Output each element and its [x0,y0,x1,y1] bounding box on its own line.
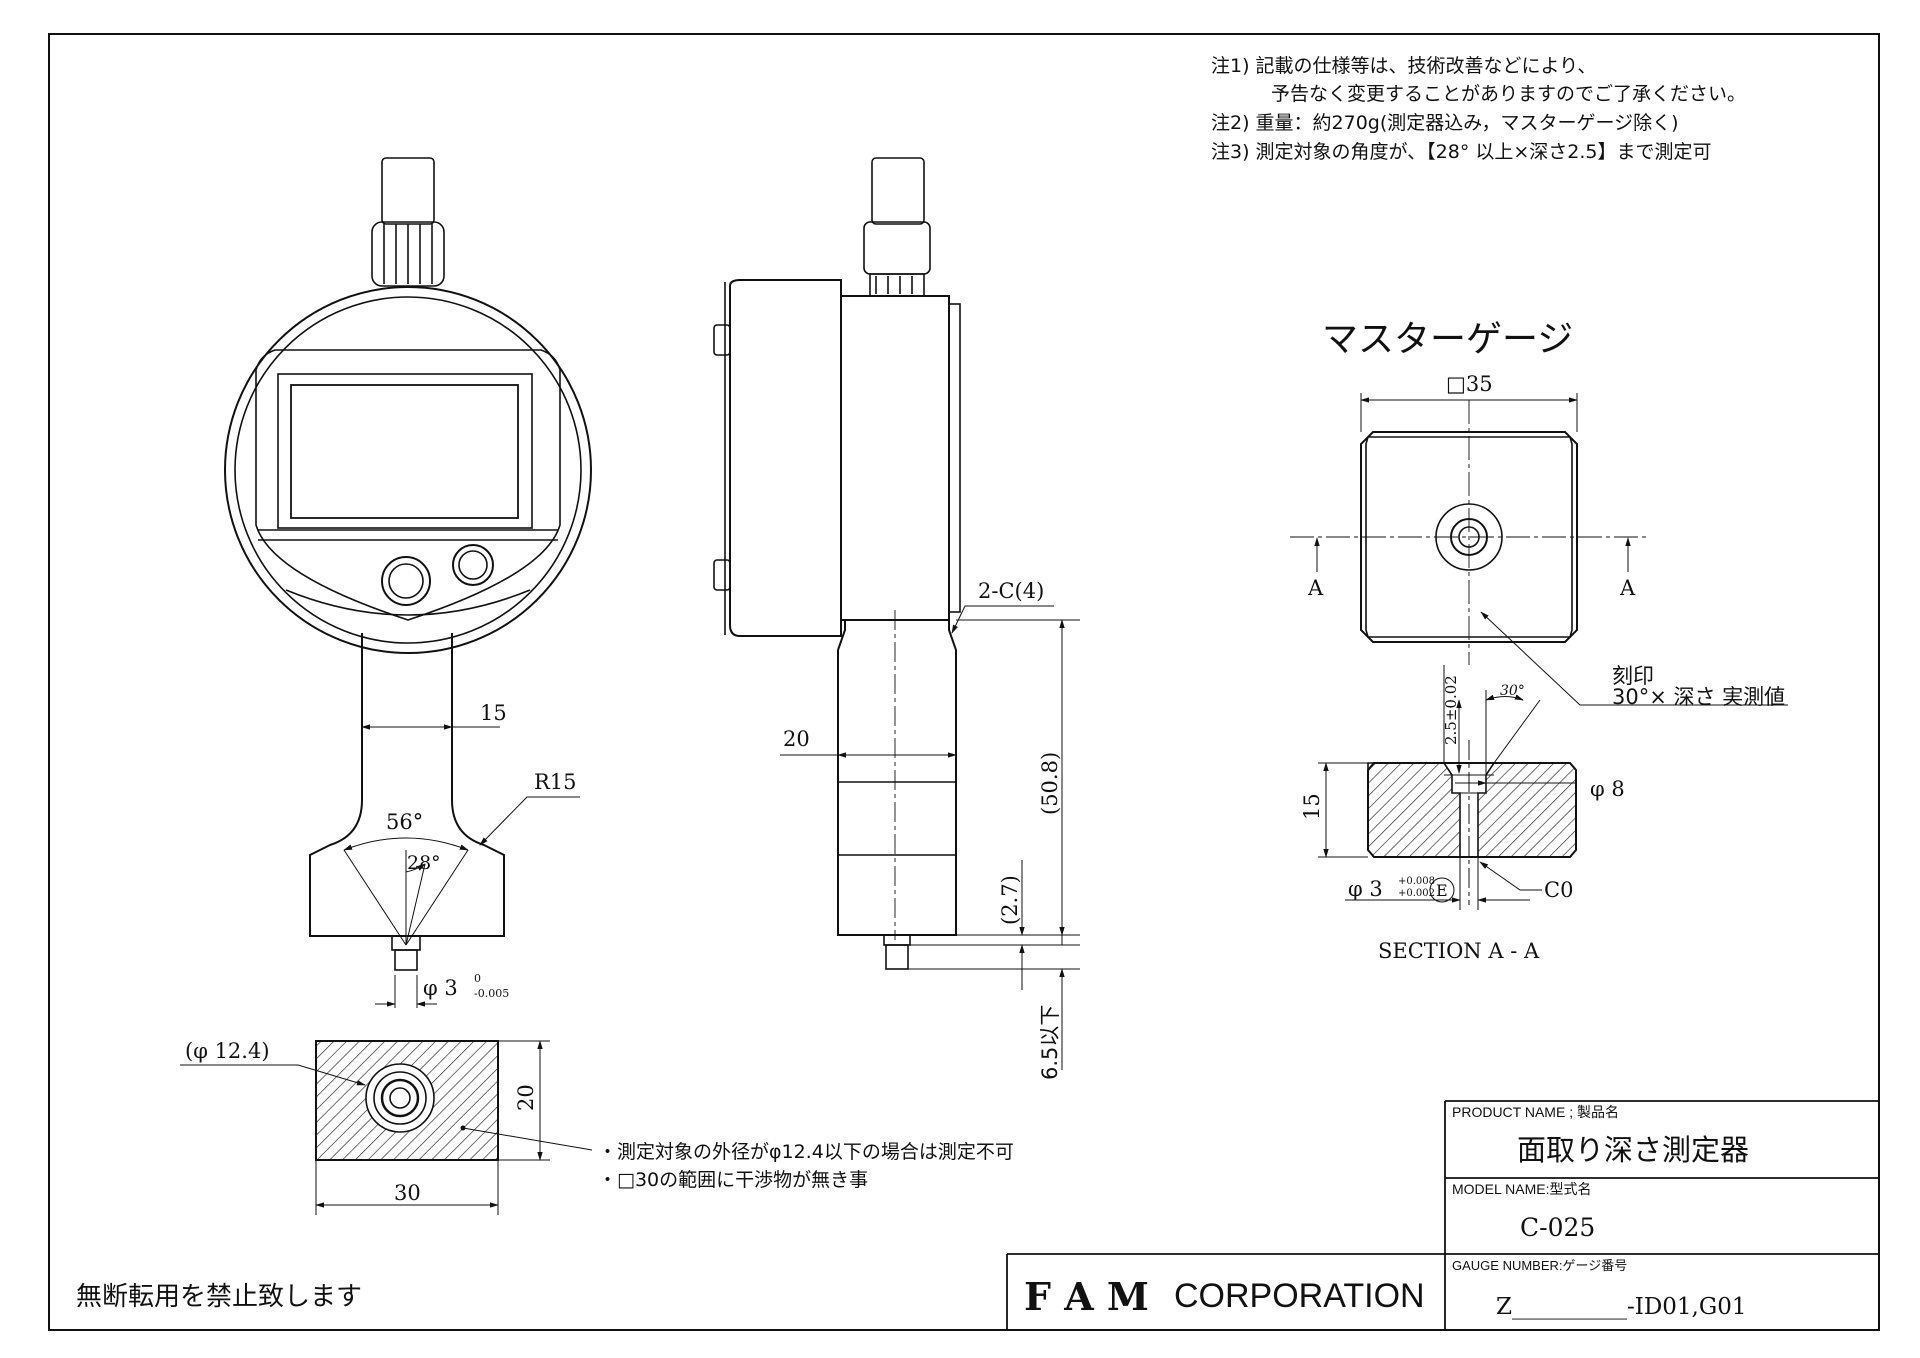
dim-length: (50.8) [1038,752,1062,815]
block-view [180,1040,593,1215]
side-view-labels: 2-C(4) 20 (50.8) (2.7) 6.5以下 [783,579,1062,1080]
dim-bore-dia: (φ 12.4) [185,1039,270,1063]
gauge-number: Z__________-ID01,G01 [1496,1294,1747,1320]
dim-radius: R15 [534,770,577,794]
dim-angle-56: 56° [386,810,423,834]
note-1-cont: 予告なく変更することがありますのでご了承ください。 [1271,83,1746,105]
master-gauge-section [1318,665,1577,910]
dim-square: □35 [1446,372,1493,396]
dim-section-height: 15 [1300,793,1324,820]
dim-probe-tol-lower: -0.005 [474,987,509,1000]
hole-fit: E [1436,881,1448,900]
mark-value-label: 30°× 深さ 実測値 [1612,685,1785,709]
dim-probe-tol-upper: 0 [474,972,481,985]
note-2: 注2) 重量：約270g(測定器込み，マスターゲージ除く) [1211,112,1679,134]
section-mark-left: A [1307,576,1324,600]
master-gauge-top-labels: □35 A A 刻印 30°× 深さ 実測値 [1307,372,1785,709]
dim-block-height: 20 [514,1084,538,1111]
chamfer-label: 2-C(4) [978,579,1044,603]
dim-depth: 2.5±0.02 [1442,675,1460,745]
mark-label: 刻印 [1612,664,1654,688]
dim-hole: φ 3 [1348,877,1383,901]
front-view [224,157,592,1008]
button-left-icon [381,556,431,606]
dim-width-15: 15 [480,701,507,725]
master-gauge-top-view [1290,393,1788,706]
notes: 注1) 記載の仕様等は、技術改善などにより、 予告なく変更することがありますので… [1211,55,1746,163]
section-mark-right: A [1619,576,1636,600]
dim-bore: φ 8 [1590,777,1625,801]
hole-tol-lower: +0.002 [1398,888,1435,899]
dim-chamfer-c0: C0 [1544,878,1573,902]
block-view-labels: (φ 12.4) 20 30 ・測定対象の外径がφ12.4以下の場合は測定不可 … [185,1039,1014,1205]
dim-angle-28: 28° [407,852,441,874]
model-label: MODEL NAME:型式名 [1452,1181,1592,1197]
button-right-icon [452,544,494,586]
copyright-notice: 無断転用を禁止致します [76,1282,362,1312]
product-name: 面取り深さ測定器 [1517,1133,1749,1167]
block-note-2: ・□30の範囲に干渉物が無き事 [598,1169,868,1191]
dim-stem-width: 20 [783,727,810,751]
block-note-1: ・測定対象の外径がφ12.4以下の場合は測定不可 [598,1141,1014,1163]
dim-angle-30: 30° [1500,683,1525,699]
lcd-display [290,384,519,519]
company-logo-bold: F A M [1024,1274,1149,1319]
dim-tip: (2.7) [998,875,1022,925]
dim-probe-dia: φ 3 [423,976,458,1000]
product-label: PRODUCT NAME ; 製品名 [1452,1104,1619,1120]
section-label: SECTION A - A [1378,939,1540,963]
dim-block-width: 30 [394,1181,421,1205]
master-gauge-section-labels: 2.5±0.02 30° 15 φ 8 φ 3 +0.008 +0.002 E … [1300,675,1625,963]
front-view-labels: 15 R15 56° 28° φ 3 0 -0.005 [386,701,577,1000]
title-block [1006,1100,1879,1330]
company-name: CORPORATION [1174,1277,1425,1315]
model-name: C-025 [1520,1213,1595,1242]
title-block-text: PRODUCT NAME ; 製品名 面取り深さ測定器 MODEL NAME:型… [76,1104,1749,1320]
dim-stroke: 6.5以下 [1038,1005,1062,1080]
note-1: 注1) 記載の仕様等は、技術改善などにより、 [1211,55,1596,77]
gauge-label: GAUGE NUMBER:ゲージ番号 [1452,1258,1627,1273]
sheet-border [48,33,1880,1331]
side-view [713,157,1080,1070]
note-3: 注3) 測定対象の角度が、【28° 以上×深さ2.5】まで測定可 [1211,141,1712,163]
hole-tol-upper: +0.008 [1398,876,1435,887]
master-gauge-title: マスターゲージ [1322,319,1573,360]
